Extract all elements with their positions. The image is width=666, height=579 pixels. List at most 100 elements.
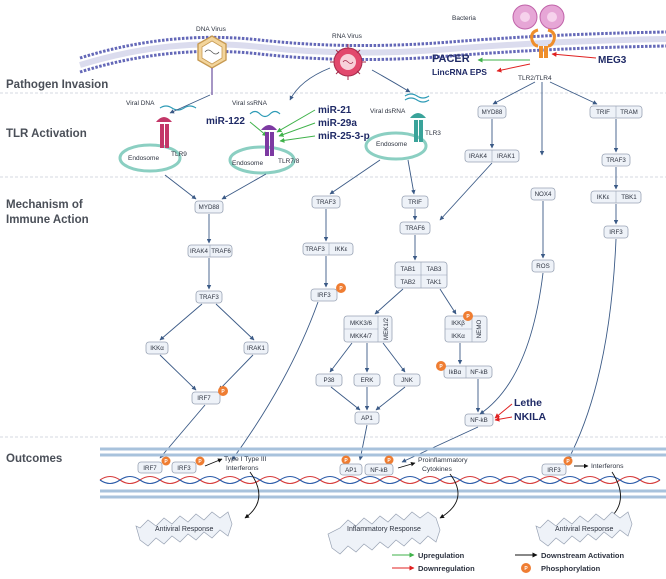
svg-text:MEK1/2: MEK1/2: [383, 317, 390, 340]
tlr24-label: TLR2/TLR4: [518, 75, 552, 82]
svg-text:ERK: ERK: [361, 377, 375, 384]
svg-text:P: P: [339, 286, 343, 292]
svg-text:Inflammatory Response: Inflammatory Response: [347, 526, 421, 533]
legend-downregulation: Downregulation: [418, 564, 475, 573]
svg-text:NF-kB: NF-kB: [470, 369, 488, 376]
svg-text:AP1: AP1: [345, 467, 357, 474]
svg-text:MYD88: MYD88: [199, 204, 220, 211]
svg-text:MYD88: MYD88: [482, 109, 503, 116]
cell-membrane: [79, 30, 666, 74]
node-tab-tak-complex: TAB1 TAB3 TAB2 TAK1: [394, 261, 448, 289]
lincrna-eps-label: LincRNA EPS: [432, 67, 487, 77]
node-trif-c: TRIF: [401, 195, 429, 209]
node-traf3-b: TRAF3: [311, 195, 341, 209]
mir29a-label: miR-29a: [318, 118, 357, 129]
outcome-irf7-irf3: IRF7 P IRF3 P: [137, 456, 205, 474]
endosome-tlr78: Endosome TLR7/8: [228, 125, 300, 175]
nuclear-membrane: [100, 447, 666, 499]
node-nox4: NOX4: [530, 187, 556, 201]
svg-text:TRAF6: TRAF6: [405, 225, 425, 232]
meg3-label: MEG3: [598, 55, 627, 66]
endosome-tlr9: Endosome TLR9: [118, 117, 187, 173]
stage-pathogen-invasion: Pathogen Invasion: [6, 79, 108, 91]
node-traf3-e: TRAF3: [601, 153, 631, 167]
svg-text:TRAF6: TRAF6: [211, 248, 231, 255]
node-nfkb-d: NF-kB: [464, 413, 494, 427]
svg-text:P: P: [439, 364, 443, 370]
node-traf3-a: TRAF3: [195, 290, 223, 304]
node-ikk-complex: IKKβ IKKα NEMO P: [444, 311, 488, 343]
node-myd88-a: MYD88: [194, 200, 224, 214]
node-ikke-tbk1-e: IKKε TBK1: [590, 190, 642, 204]
svg-text:IRAK1: IRAK1: [247, 345, 265, 352]
tlr24-receptor-icon: TLR2/TLR4: [518, 28, 556, 82]
svg-text:Antiviral Response: Antiviral Response: [155, 526, 213, 533]
tlr9-label: TLR9: [171, 151, 187, 158]
svg-text:IRF7: IRF7: [143, 465, 157, 472]
pacer-label: PACER: [432, 53, 470, 65]
legend-upregulation: Upregulation: [418, 551, 465, 560]
node-irak1-a: IRAK1: [243, 341, 269, 355]
section-dividers: [0, 92, 666, 438]
svg-text:NF-kB: NF-kB: [370, 467, 388, 474]
ifn-label-2: Interferons: [226, 465, 259, 472]
svg-text:P: P: [524, 566, 528, 572]
svg-text:P: P: [466, 314, 470, 320]
svg-text:NOX4: NOX4: [535, 191, 552, 198]
svg-text:TRIF: TRIF: [596, 109, 610, 116]
dna-virus-icon: DNA Virus: [196, 26, 227, 95]
node-ikba-nfkb: IkBα NF-kB P: [436, 361, 493, 379]
mir29a-up-arrow: [278, 122, 316, 137]
svg-text:TAB3: TAB3: [426, 266, 442, 273]
node-ros: ROS: [531, 259, 555, 273]
endosome-tlr3: Endosome TLR3: [364, 113, 441, 161]
ifn-label-1: Type I Type III: [224, 456, 267, 463]
svg-text:IRF3: IRF3: [547, 467, 561, 474]
endosome-label-2: Endosome: [232, 160, 263, 167]
node-irf3-e: IRF3: [603, 225, 629, 239]
svg-text:P: P: [387, 458, 391, 464]
svg-text:IKKβ: IKKβ: [451, 320, 465, 327]
legend: Upregulation Downregulation Downstream A…: [392, 551, 624, 573]
mir21-up-arrow: [276, 109, 316, 133]
node-myd88-d: MYD88: [477, 105, 507, 119]
svg-text:IRF3: IRF3: [317, 292, 331, 299]
lethe-down-arrow: [494, 403, 513, 419]
svg-text:NEMO: NEMO: [476, 320, 483, 339]
node-trif-tram-e: TRIF TRAM: [589, 105, 643, 119]
svg-text:TRIF: TRIF: [408, 199, 422, 206]
cytokine-label-2: Cytokines: [422, 466, 452, 473]
svg-text:TRAF3: TRAF3: [199, 294, 219, 301]
svg-text:ROS: ROS: [536, 263, 549, 270]
mir122-up-arrow: [249, 121, 268, 137]
stage-tlr-activation: TLR Activation: [6, 128, 87, 140]
svg-text:JNK: JNK: [401, 377, 414, 384]
node-irf3-b: IRF3 P: [310, 283, 346, 302]
svg-text:TAK1: TAK1: [426, 279, 442, 286]
svg-text:IRAK1: IRAK1: [497, 153, 515, 160]
stage-mechanism-line2: Immune Action: [6, 214, 89, 226]
svg-text:P: P: [344, 458, 348, 464]
node-jnk: JNK: [393, 373, 421, 387]
mir122-label: miR-122: [206, 116, 245, 127]
antiviral-response-1: Antiviral Response: [135, 511, 233, 547]
svg-text:AP1: AP1: [361, 415, 373, 422]
outcome-irf3-right: IRF3 P: [541, 456, 573, 476]
legend-downstream: Downstream Activation: [541, 551, 624, 560]
svg-text:IRF3: IRF3: [177, 465, 191, 472]
node-irak4-traf6-a: IRAK4 TRAF6: [187, 244, 233, 258]
svg-text:TRAF3: TRAF3: [305, 246, 325, 253]
node-p38: P38: [315, 373, 343, 387]
svg-text:IKKα: IKKα: [150, 345, 164, 352]
node-irak4-irak1-d: IRAK4 IRAK1: [464, 149, 520, 163]
node-irf7-a: IRF7 P: [191, 386, 228, 405]
cytokine-label-1: Proinflammatory: [418, 457, 468, 464]
node-ikka-a: IKKα: [145, 341, 169, 355]
svg-text:P: P: [221, 389, 225, 395]
stage-outcomes: Outcomes: [6, 453, 62, 465]
node-traf6-c: TRAF6: [399, 221, 431, 235]
svg-text:NF-kB: NF-kB: [470, 417, 488, 424]
svg-text:P: P: [164, 459, 168, 465]
mir253p-up-arrow: [279, 135, 316, 143]
